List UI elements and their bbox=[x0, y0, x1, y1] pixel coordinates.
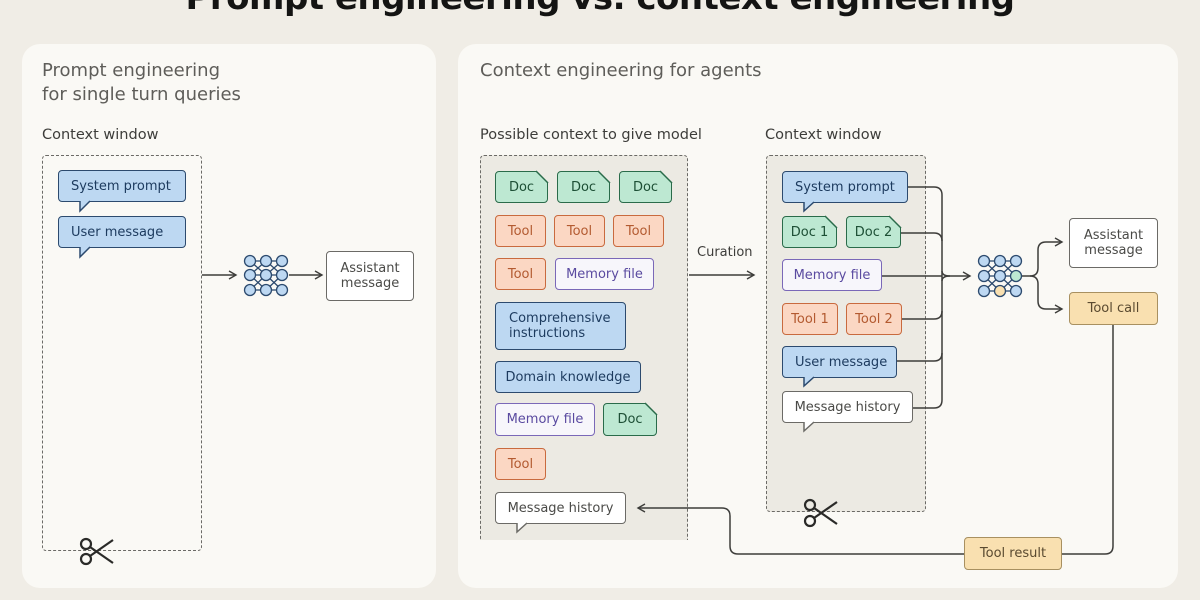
right-model-icon bbox=[977, 254, 1023, 298]
possible-tool-2: Tool bbox=[554, 215, 605, 247]
possible-tool-3: Tool bbox=[613, 215, 664, 247]
tool-2: Tool 2 bbox=[846, 303, 902, 335]
possible-message-history: Message history bbox=[495, 492, 626, 524]
possible-tool-4: Tool bbox=[495, 258, 546, 290]
right-message-history: Message history bbox=[782, 391, 913, 423]
left-context-window-label: Context window bbox=[42, 127, 159, 143]
comprehensive-line1: Comprehensive bbox=[509, 311, 611, 326]
right-assistant-line1: Assistant bbox=[1083, 228, 1144, 243]
right-context-window-label: Context window bbox=[765, 127, 882, 143]
possible-doc-2: Doc bbox=[557, 171, 610, 203]
left-context-window bbox=[42, 155, 202, 551]
possible-tool-5: Tool bbox=[495, 448, 546, 480]
left-assistant-line1: Assistant bbox=[340, 261, 400, 276]
possible-doc-3: Doc bbox=[619, 171, 672, 203]
tool-1: Tool 1 bbox=[782, 303, 838, 335]
possible-memory-file-2: Memory file bbox=[495, 403, 595, 436]
comprehensive-instructions: Comprehensive instructions bbox=[495, 302, 626, 350]
curation-label: Curation bbox=[697, 245, 753, 260]
right-assistant-line2: message bbox=[1084, 243, 1143, 258]
possible-memory-file-1: Memory file bbox=[555, 258, 654, 290]
doc-2: Doc 2 bbox=[846, 216, 901, 248]
left-assistant-message: Assistant message bbox=[326, 251, 414, 301]
right-memory-file: Memory file bbox=[782, 259, 882, 291]
left-scissors-icon bbox=[79, 537, 114, 566]
possible-doc-4: Doc bbox=[603, 403, 657, 436]
doc-corners bbox=[535, 170, 902, 416]
left-model-icon bbox=[243, 254, 289, 297]
tool-result: Tool result bbox=[964, 537, 1062, 570]
comprehensive-line2: instructions bbox=[509, 326, 586, 341]
right-assistant-message: Assistant message bbox=[1069, 218, 1158, 268]
main-title: Prompt engineering vs. context engineeri… bbox=[0, 0, 1200, 18]
doc-1: Doc 1 bbox=[782, 216, 837, 248]
tool-call: Tool call bbox=[1069, 292, 1158, 325]
left-panel-title-line1: Prompt engineering bbox=[42, 60, 220, 81]
left-user-message: User message bbox=[58, 216, 186, 248]
right-user-message: User message bbox=[782, 346, 897, 378]
left-system-prompt: System prompt bbox=[58, 170, 186, 202]
right-system-prompt: System prompt bbox=[782, 171, 908, 203]
possible-doc-1: Doc bbox=[495, 171, 548, 203]
possible-tool-1: Tool bbox=[495, 215, 546, 247]
right-panel-title: Context engineering for agents bbox=[480, 60, 762, 81]
prompt-engineering-panel bbox=[22, 44, 436, 588]
left-panel-title-line2: for single turn queries bbox=[42, 84, 241, 105]
bubble-tails bbox=[79, 200, 815, 534]
possible-context-label: Possible context to give model bbox=[480, 127, 702, 143]
domain-knowledge: Domain knowledge bbox=[495, 361, 641, 393]
right-scissors-icon bbox=[803, 498, 838, 528]
left-assistant-line2: message bbox=[340, 276, 400, 291]
